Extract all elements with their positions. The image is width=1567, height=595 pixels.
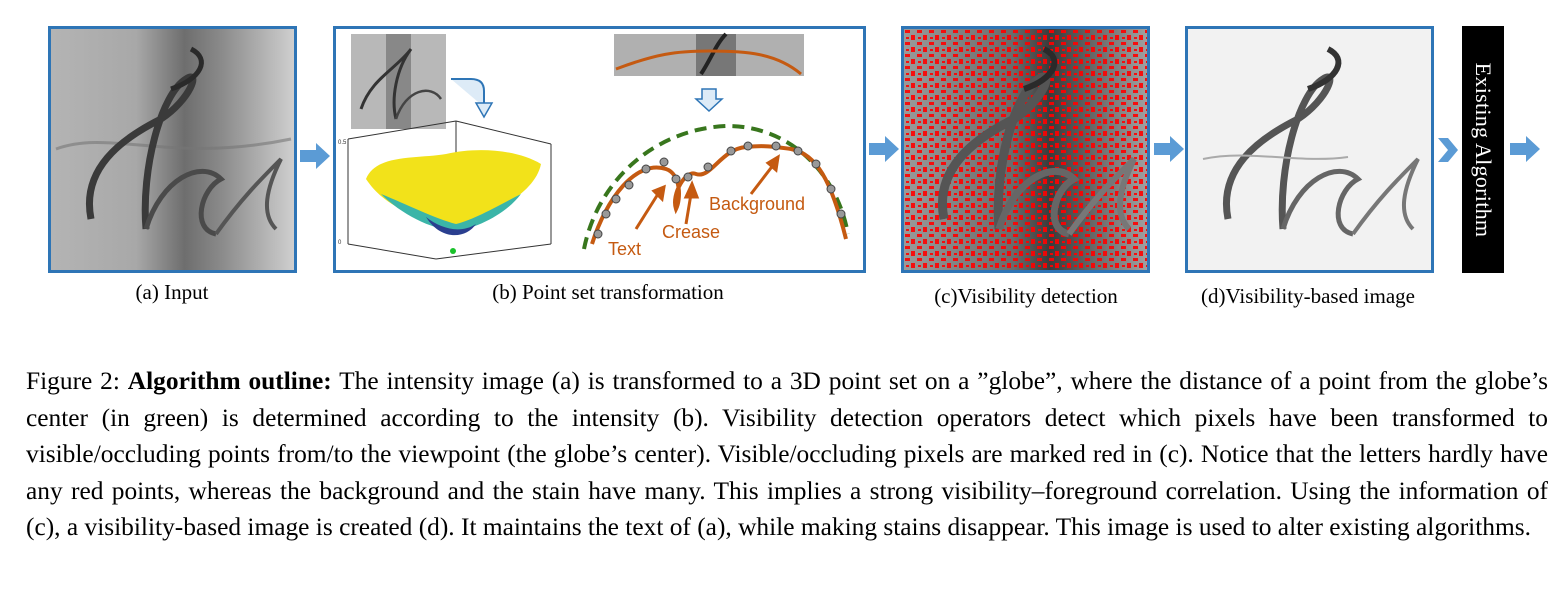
panel-c-visibility — [901, 26, 1150, 273]
arrow-right-icon — [1510, 136, 1540, 162]
existing-algorithm-label: Existing Algorithm — [1471, 62, 1496, 237]
caption-b: (b) Point set transformation — [492, 280, 724, 304]
figure-caption-bold: Algorithm outline: — [127, 367, 332, 395]
visibility-image — [904, 29, 1147, 270]
existing-algorithm-box: Existing Algorithm — [1462, 26, 1504, 273]
svg-text:0: 0 — [338, 240, 342, 246]
arrow-right-icon — [1438, 138, 1458, 162]
label-crease: Crease — [662, 222, 720, 242]
figure-caption-body: The intensity image (a) is transformed t… — [26, 367, 1548, 541]
label-background: Background — [709, 194, 805, 214]
caption-c: (c)Visibility detection — [934, 284, 1118, 308]
panel-b-point-set: 0.5 0 — [333, 26, 866, 273]
label-text: Text — [608, 239, 641, 259]
svg-text:0.5: 0.5 — [338, 140, 347, 146]
arrow-right-icon — [300, 143, 330, 169]
point-set-diagram: 0.5 0 — [338, 32, 850, 260]
arrow-right-icon — [869, 136, 899, 162]
visibility-based-image — [1188, 29, 1431, 270]
arrow-right-icon — [1154, 136, 1184, 162]
panel-d-visibility-based — [1185, 26, 1434, 273]
figure-caption: Figure 2: Algorithm outline: The intensi… — [26, 363, 1548, 546]
panel-a-input — [48, 26, 297, 273]
caption-d: (d)Visibility-based image — [1201, 284, 1415, 308]
input-image — [51, 29, 294, 270]
figure-caption-prefix: Figure 2: — [26, 367, 128, 395]
caption-a: (a) Input — [135, 280, 209, 304]
